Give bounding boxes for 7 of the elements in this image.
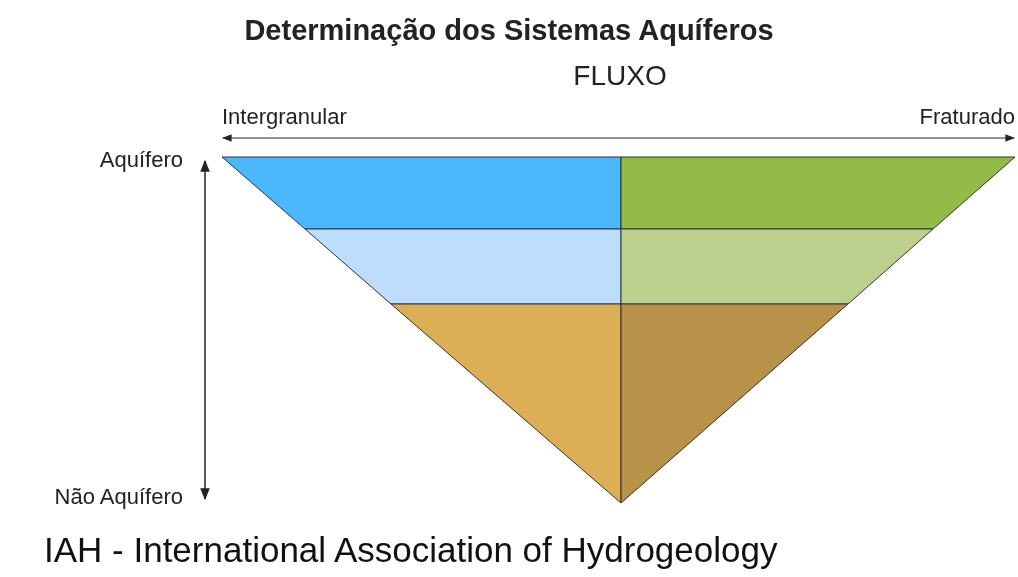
axis-label: Aquífero <box>99 147 183 173</box>
caption: IAH - International Association of Hydrogeology <box>44 530 778 570</box>
axis-label: Não Aquífero <box>54 484 183 510</box>
axis-label: Intergranular <box>222 104 347 130</box>
title: Determinação dos Sistemas Aquíferos <box>243 14 775 47</box>
axis-title: FLUXO <box>573 60 667 93</box>
axis-label: Fraturado <box>919 104 1015 130</box>
